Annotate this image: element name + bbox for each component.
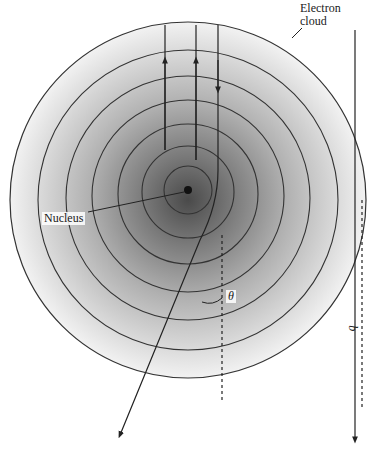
trajectories	[120, 25, 362, 440]
impact-parameter-label: b	[347, 325, 360, 331]
electron-cloud-label: Electron cloud	[300, 2, 352, 27]
cloud-shells	[38, 50, 338, 350]
nucleus	[184, 186, 192, 194]
electron-cloud	[10, 22, 366, 378]
angle-arc	[202, 298, 222, 303]
nucleus-label: Nucleus	[42, 212, 85, 225]
angle-label: θ	[226, 290, 236, 303]
leader-line	[292, 28, 302, 38]
leader-line	[88, 192, 184, 212]
